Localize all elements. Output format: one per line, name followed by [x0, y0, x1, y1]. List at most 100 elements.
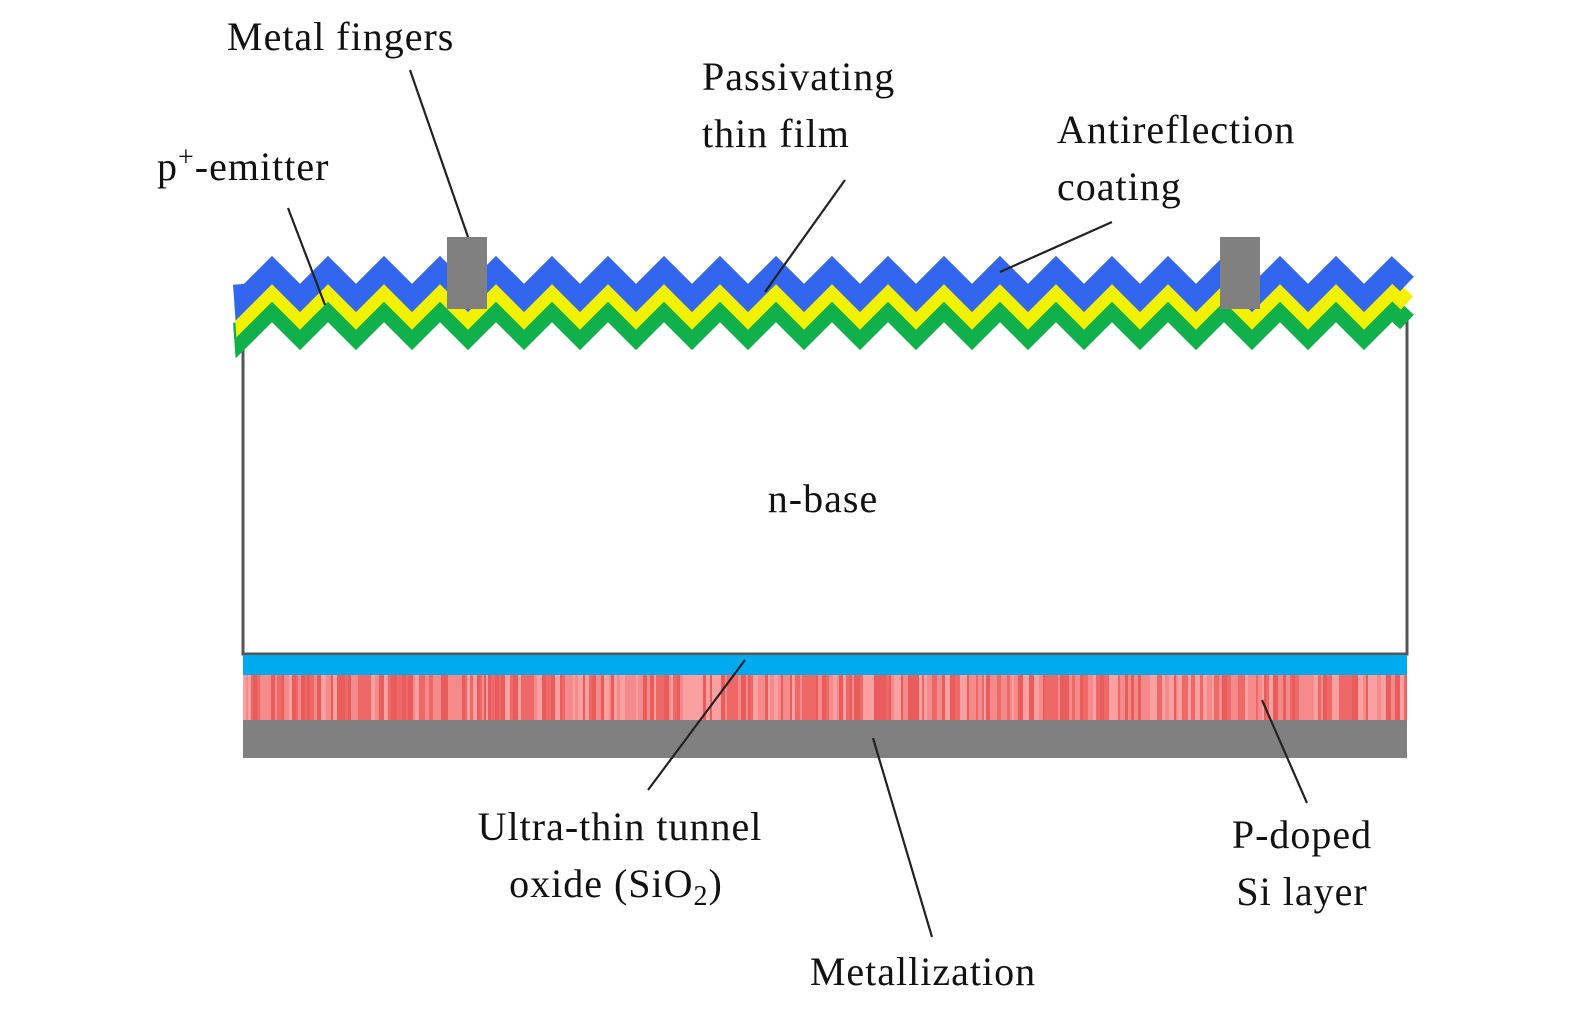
p-doped-stripe [317, 675, 321, 720]
p-doped-stripe [1023, 675, 1025, 720]
p-doped-stripe [1278, 675, 1281, 720]
p-doped-stripe [253, 675, 257, 720]
p-doped-stripe [310, 675, 312, 720]
p-doped-stripe [1045, 675, 1049, 720]
p-doped-stripe [669, 675, 671, 720]
p-doped-stripe [596, 675, 601, 720]
p-doped-stripe [717, 675, 721, 720]
p-doped-stripe [433, 675, 438, 720]
p-doped-stripe [950, 675, 955, 720]
p-doped-stripe [969, 675, 972, 720]
p-doped-stripe [1034, 675, 1039, 720]
p-doped-stripe [1301, 675, 1306, 720]
p-doped-stripe [1043, 675, 1045, 720]
p-doped-stripe [366, 675, 371, 720]
p-doped-stripe [1363, 675, 1366, 720]
p-doped-stripe [901, 675, 903, 720]
p-doped-stripe [1269, 675, 1273, 720]
p-doped-stripe [1152, 675, 1155, 720]
p-doped-stripe [1256, 675, 1258, 720]
p-doped-stripe [656, 675, 661, 720]
label-antireflection: Antireflection [1057, 107, 1295, 152]
p-doped-stripe [958, 675, 960, 720]
label-emitter: p+-emitter [157, 142, 329, 189]
p-doped-stripe [1075, 675, 1080, 720]
p-doped-stripe [762, 675, 765, 720]
p-doped-stripe [1114, 675, 1118, 720]
p-doped-stripe [986, 675, 990, 720]
p-doped-stripe [886, 675, 889, 720]
p-doped-stripe [444, 675, 446, 720]
p-doped-stripe [622, 675, 625, 720]
label-p-doped: P-doped [1232, 812, 1372, 857]
p-doped-stripe [1233, 675, 1238, 720]
p-doped-stripe [326, 675, 328, 720]
p-doped-stripe [758, 675, 762, 720]
p-doped-stripe [746, 675, 748, 720]
leader-antireflection [999, 220, 1113, 274]
p-doped-stripe [361, 675, 366, 720]
p-doped-stripe [1184, 675, 1188, 720]
p-doped-stripe [1306, 675, 1311, 720]
p-doped-stripe [1134, 675, 1136, 720]
p-doped-stripe [990, 675, 995, 720]
p-doped-stripe [698, 675, 703, 720]
p-doped-stripe [630, 675, 633, 720]
p-doped-stripe [802, 675, 807, 720]
p-doped-stripe [569, 675, 573, 720]
p-doped-stripe [257, 675, 260, 720]
p-doped-stripe [453, 675, 455, 720]
p-doped-stripe [1292, 675, 1295, 720]
p-doped-stripe [1069, 675, 1072, 720]
leader-p-doped [1260, 699, 1309, 804]
p-doped-stripe [874, 675, 877, 720]
p-doped-stripe [348, 675, 351, 720]
p-doped-stripe [284, 675, 289, 720]
p-doped-stripe [592, 675, 596, 720]
p-doped-stripe [408, 675, 413, 720]
p-doped-stripe [1406, 675, 1407, 720]
p-doped-stripe [1018, 675, 1021, 720]
p-doped-stripe [1136, 675, 1138, 720]
p-doped-stripe [425, 675, 427, 720]
label-metallization: Metallization [810, 949, 1036, 994]
p-doped-stripe [1391, 675, 1395, 720]
p-doped-stripe [1001, 675, 1005, 720]
p-doped-stripe [604, 675, 609, 720]
p-doped-stripe [462, 675, 465, 720]
p-doped-stripe [683, 675, 688, 720]
p-doped-stripe [1120, 675, 1125, 720]
p-doped-stripe [636, 675, 638, 720]
p-doped-stripe [932, 675, 937, 720]
p-doped-stripe [625, 675, 630, 720]
p-doped-stripe [1327, 675, 1332, 720]
p-doped-stripe [903, 675, 908, 720]
p-doped-stripe [972, 675, 976, 720]
p-doped-stripe [305, 675, 307, 720]
p-doped-stripe [1200, 675, 1203, 720]
p-doped-stripe [654, 675, 656, 720]
p-doped-stripe [850, 675, 852, 720]
p-doped-stripe [1195, 675, 1200, 720]
p-doped-stripe [1273, 675, 1278, 720]
p-doped-stripe [251, 675, 253, 720]
p-doped-stripe [1128, 675, 1131, 720]
p-doped-stripe [384, 675, 388, 720]
p-doped-stripe [565, 675, 569, 720]
p-doped-stripe [693, 675, 696, 720]
p-doped-stripe [765, 675, 768, 720]
p-doped-stripe [1169, 675, 1174, 720]
p-doped-stripe [781, 675, 783, 720]
p-doped-stripe [1176, 675, 1178, 720]
label-tunnel-oxide: Ultra-thin tunnel [478, 804, 763, 849]
p-doped-stripe [1332, 675, 1337, 720]
p-doped-stripe [1191, 675, 1195, 720]
p-doped-stripe [342, 675, 345, 720]
p-doped-stripe [1178, 675, 1182, 720]
p-doped-stripe [486, 675, 488, 720]
p-doped-stripe [786, 675, 790, 720]
p-doped-stripe [1144, 675, 1148, 720]
p-doped-stripe [477, 675, 480, 720]
p-doped-stripe [1381, 675, 1386, 720]
p-doped-stripe [741, 675, 746, 720]
